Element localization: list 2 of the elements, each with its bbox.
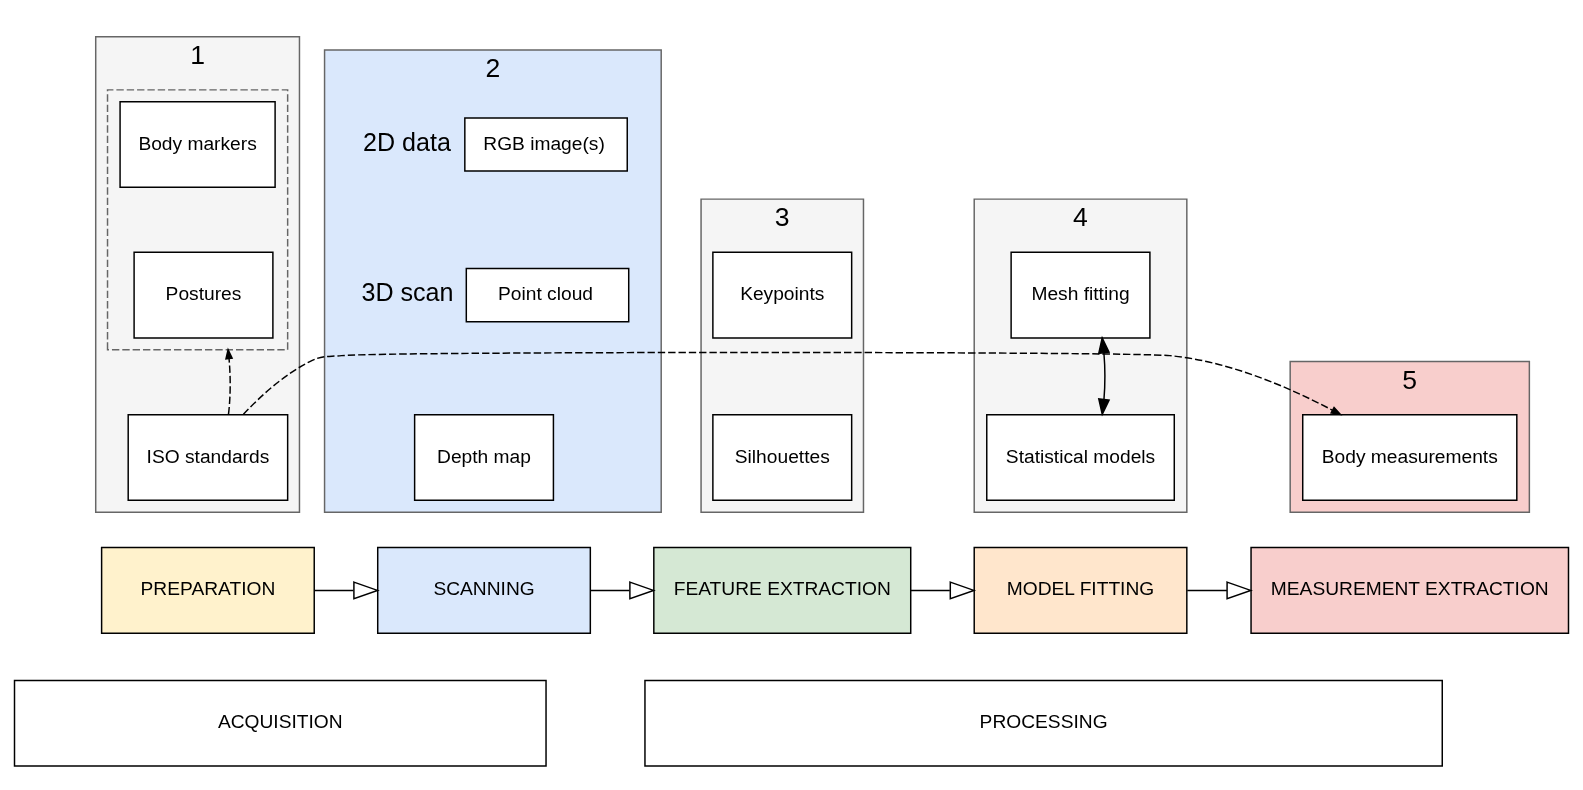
node-label: 3D scan	[361, 277, 454, 306]
node-label: 2D data	[362, 127, 451, 156]
